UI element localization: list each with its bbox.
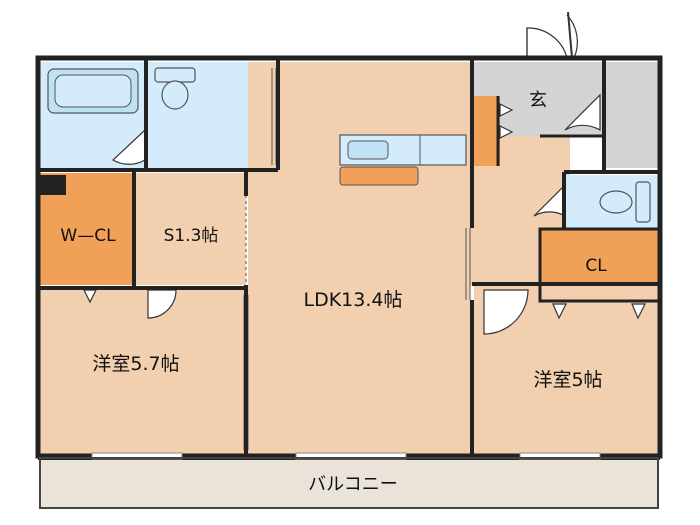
ldk-label: LDK13.4帖 — [304, 289, 403, 311]
toilet-icon — [154, 67, 196, 110]
ldk-room — [248, 62, 470, 454]
western-room-left-label: 洋室5.7帖 — [92, 353, 179, 375]
wcl-label: W—CL — [60, 226, 116, 246]
kitchen-counter-icon — [339, 134, 467, 186]
shoe-storage — [606, 62, 658, 168]
toilet-icon-2 — [599, 181, 651, 223]
bathtub-icon — [47, 68, 139, 114]
storage-shelf-corner — [40, 175, 66, 195]
balcony-label: バルコニー — [308, 474, 398, 495]
western-room-right-label: 洋室5帖 — [533, 369, 602, 391]
closet-label: CL — [585, 256, 607, 276]
balcony-outline — [39, 457, 659, 509]
entrance-shoe-box — [474, 96, 500, 166]
storage-room — [136, 173, 246, 285]
entrance-label: 玄 — [529, 90, 547, 111]
balcony-area — [40, 458, 658, 508]
western-room-left — [40, 290, 246, 454]
door-swing-icons — [83, 11, 646, 335]
storage-label: S1.3帖 — [164, 226, 219, 246]
